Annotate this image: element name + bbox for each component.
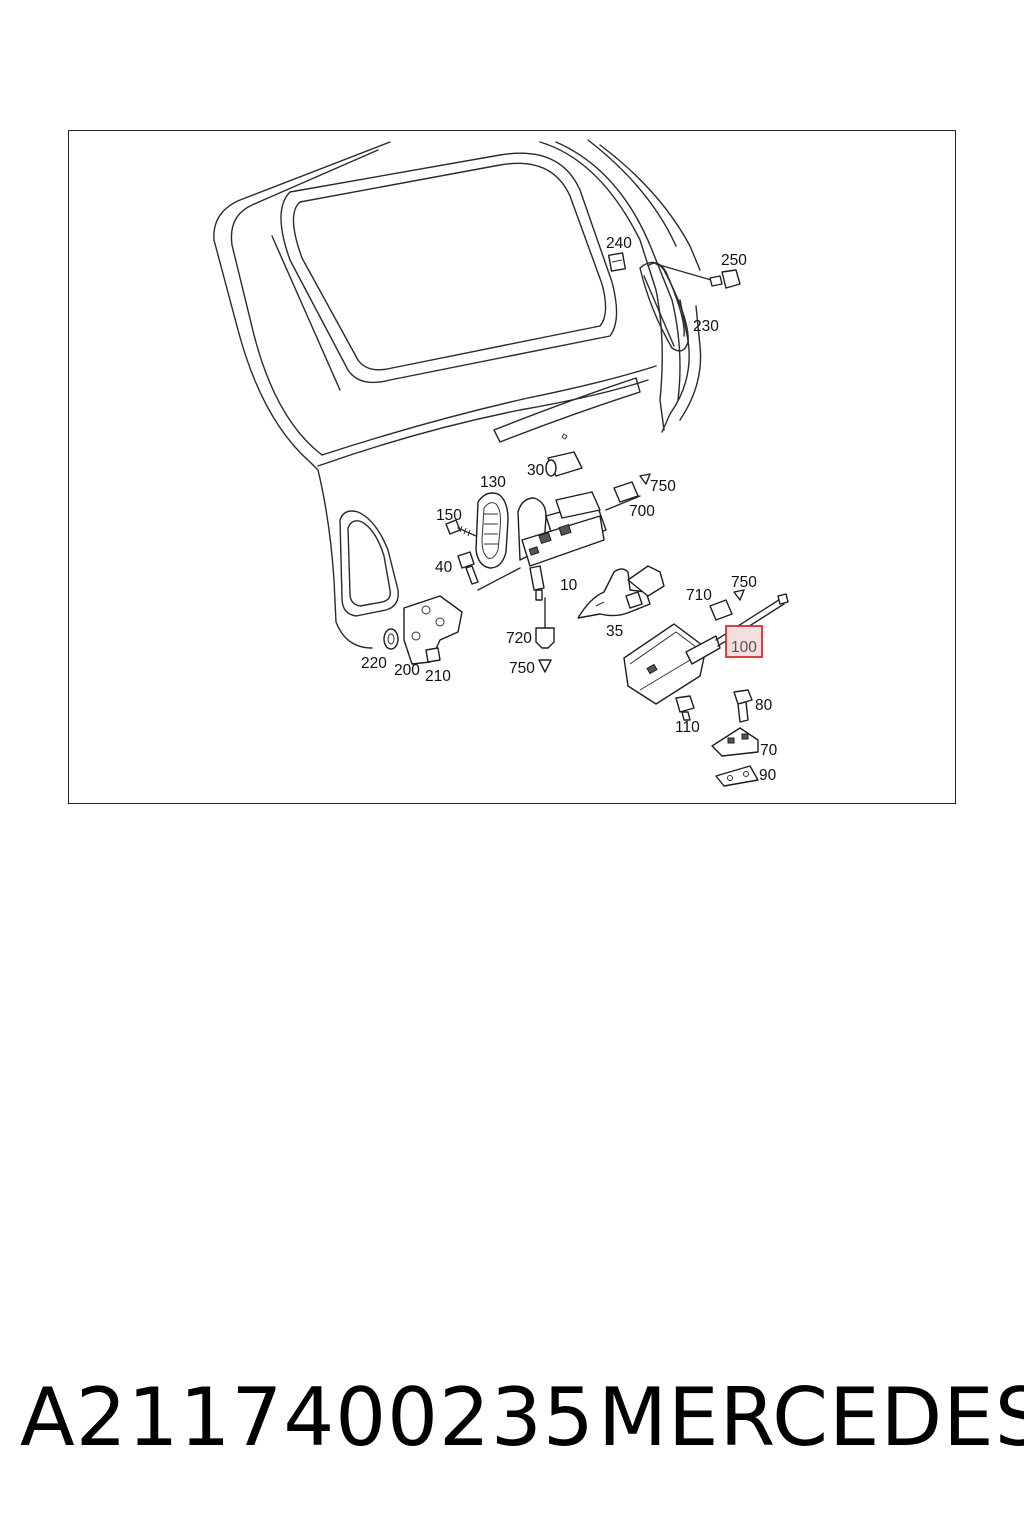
callout-40: 40: [435, 559, 453, 576]
callout-230: 230: [693, 318, 719, 335]
callout-220: 220: [361, 655, 387, 672]
part-720: [535, 597, 555, 649]
part-30: [545, 451, 583, 477]
callout-240: 240: [606, 235, 632, 252]
part-210: [425, 647, 441, 663]
part-710: [709, 599, 733, 621]
diagram-frame: [68, 130, 956, 804]
footer: A2117400235 MERCEDES: [0, 1368, 1024, 1478]
part-220: [383, 628, 399, 650]
callout-210: 210: [425, 668, 451, 685]
part-240: [608, 252, 626, 272]
part-number: A2117400235: [20, 1371, 595, 1464]
part-750-a: [639, 473, 651, 485]
callout-750-a: 750: [650, 478, 676, 495]
callout-750-c: 750: [509, 660, 535, 677]
callout-150: 150: [436, 507, 462, 524]
part-200: [403, 595, 463, 665]
part-90: [715, 765, 759, 787]
part-10: [517, 491, 641, 601]
callout-90: 90: [759, 767, 777, 784]
part-110: [675, 695, 695, 721]
callout-110: 110: [675, 719, 700, 736]
callout-35: 35: [606, 623, 623, 640]
part-700: [613, 481, 639, 503]
part-40: [457, 551, 521, 591]
part-750-b: [733, 589, 745, 601]
part-230: [639, 261, 719, 352]
part-750-c: [538, 659, 552, 673]
callout-200: 200: [394, 662, 420, 679]
callout-710: 710: [686, 587, 712, 604]
part-80: [733, 689, 753, 723]
callout-720: 720: [506, 630, 532, 647]
part-150: [445, 519, 477, 537]
callout-80: 80: [755, 697, 773, 714]
part-130: [475, 492, 509, 569]
brand-name: MERCEDES: [598, 1371, 1024, 1464]
highlight-box: [725, 625, 763, 658]
callout-70: 70: [760, 742, 778, 759]
callout-30: 30: [527, 462, 545, 479]
part-70: [711, 727, 759, 757]
callout-250: 250: [721, 252, 747, 269]
part-250: [709, 269, 741, 289]
part-100: [623, 593, 789, 705]
part-35: [577, 565, 665, 619]
callout-700: 700: [629, 503, 655, 520]
callout-10: 10: [560, 577, 578, 594]
callout-750-b: 750: [731, 574, 757, 591]
callout-100: 100: [731, 639, 757, 656]
callout-130: 130: [480, 474, 506, 491]
